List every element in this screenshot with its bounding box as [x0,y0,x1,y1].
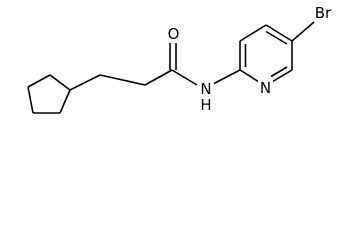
bond-ca-cb [99,74,146,86]
oxygen-label: O [168,25,180,43]
cyclopentane-ring [27,74,71,114]
amide-nitrogen-label-bg [198,80,214,97]
bromine-label-bg [310,4,336,21]
amide-hydrogen-label-bg [198,96,214,113]
bond-cp2-cp3 [27,74,51,88]
bond-n1-c2 [239,69,260,83]
bond-cp3-cp4 [27,86,34,114]
bond-cp5-cp1 [59,89,71,114]
atom-labels: O N H N Br [166,4,336,114]
bond-c4-c5-inner [265,30,288,45]
molecule-structure-diagram: O N H N Br [27,4,336,114]
bond-cp1-ca [69,74,101,91]
bond-c6-n1-inner [270,66,288,78]
bond-c6-n1 [271,69,293,83]
pyridine-ring [239,24,293,83]
bond-c5-br [291,21,315,42]
bond-n-pyridine-c2 [212,69,241,85]
amide-hydrogen-label: H [200,96,211,114]
bromine-label: Br [315,4,332,22]
bond-cp1-cp2 [49,74,71,91]
bromo-substituent [291,21,315,42]
amide-nitrogen-label: N [200,80,211,98]
bond-cb-carbonyl-carbon [144,69,173,86]
propanamide-chain [69,43,198,91]
ring-nitrogen-label: N [260,79,271,97]
oxygen-label-bg [166,25,181,42]
bond-c3-c4 [239,24,267,42]
bond-carbonyl-carbon-n [171,69,198,86]
bond-c4-c5 [265,24,293,42]
ring-nitrogen-label-bg [258,79,273,96]
amide-nh-link [212,69,241,85]
